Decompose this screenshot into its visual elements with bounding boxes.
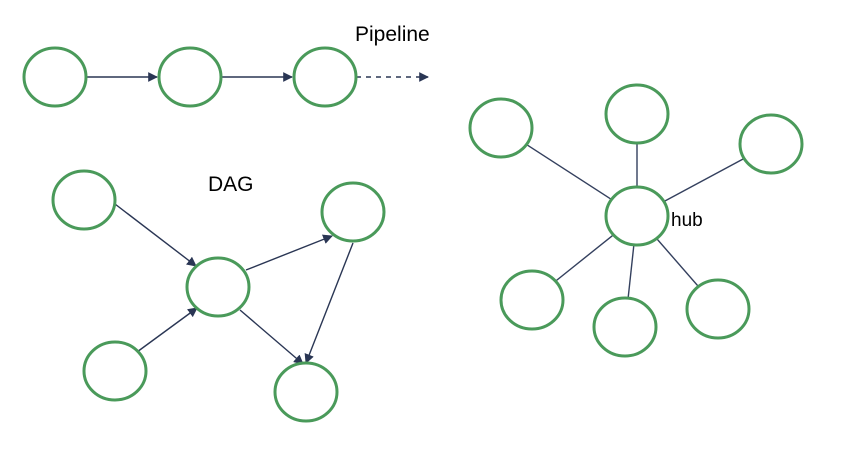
dag-edge-c-d [304, 242, 354, 364]
pipeline-node-1 [22, 46, 88, 108]
hub-node-top-left [468, 97, 534, 159]
dag-edge-center-d [239, 309, 304, 365]
dag-edge-center-c [245, 234, 333, 271]
hub-node-center [604, 185, 670, 247]
pipeline-diagram: Pipeline [22, 23, 430, 108]
hub-diagram: hub [468, 83, 804, 358]
dag-node-d [273, 361, 339, 423]
dag-edge-a-center [114, 203, 197, 267]
pipeline-node-3 [292, 46, 358, 108]
hub-node-bottom [592, 296, 658, 358]
pipeline-label: Pipeline [355, 23, 430, 46]
dag-diagram: DAG [51, 169, 386, 423]
pipeline-node-2 [157, 46, 223, 108]
dag-node-center [185, 256, 251, 318]
dag-label: DAG [208, 173, 254, 196]
dag-node-a [51, 169, 117, 231]
hub-node-top [604, 83, 670, 145]
hub-node-top-right [738, 113, 804, 175]
dag-node-b [82, 340, 148, 402]
dag-node-c [320, 181, 386, 243]
hub-label: hub [671, 210, 703, 231]
hub-node-bottom-right [685, 278, 751, 340]
dag-edge-b-center [136, 307, 198, 353]
hub-node-bottom-left [499, 269, 565, 331]
